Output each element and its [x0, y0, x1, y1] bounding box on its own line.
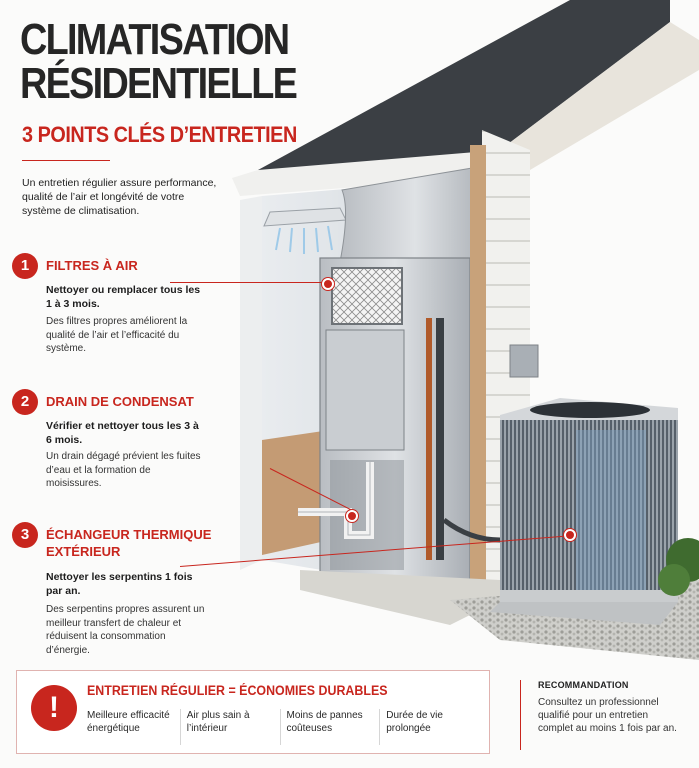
intro-text: Un entretien régulier assure performance…: [22, 177, 217, 217]
point-title: FILTRES À AIR: [46, 258, 138, 273]
subtitle-divider: [22, 160, 110, 161]
point-description: Des serpentins propres assurent un meill…: [46, 604, 205, 656]
savings-banner-title: ENTRETIEN RÉGULIER = ÉCONOMIES DURABLES: [87, 683, 388, 698]
benefits-list: Meilleure efficacité énergétique Air plu…: [87, 709, 479, 745]
benefit-item: Durée de vie prolongée: [379, 709, 479, 745]
point-action: Nettoyer les serpentins 1 fois par an.: [46, 571, 193, 597]
point-title: DRAIN DE CONDENSAT: [46, 394, 194, 409]
savings-banner: ! ENTRETIEN RÉGULIER = ÉCONOMIES DURABLE…: [16, 670, 490, 754]
title-line-2: RÉSIDENTIELLE: [20, 59, 298, 108]
callout-dot-filters: [322, 278, 334, 290]
point-action: Nettoyer ou remplacer tous les 1 à 3 moi…: [46, 284, 201, 310]
recommendation-title: RECOMMANDATION: [538, 680, 629, 690]
benefit-item: Moins de pannes coûteuses: [279, 709, 380, 745]
point-heat-exchanger: 3 ÉCHANGEUR THERMIQUE EXTÉRIEUR Nettoyer…: [12, 522, 211, 662]
title-line-1: CLIMATISATION: [20, 15, 290, 64]
page-subtitle: 3 POINTS CLÉS D’ENTRETIEN: [22, 122, 297, 147]
point-number-badge: 3: [12, 522, 38, 548]
callout-dot-exchanger: [564, 529, 576, 541]
callout-dot-drain: [346, 510, 358, 522]
point-action: Vérifier et nettoyer tous les 3 à 6 mois…: [46, 420, 199, 446]
point-description: Un drain dégagé prévient les fuites d’ea…: [46, 451, 201, 489]
point-number-badge: 1: [12, 253, 38, 279]
point-number-badge: 2: [12, 389, 38, 415]
recommendation-divider: [520, 680, 521, 750]
point-condensate-drain: 2 DRAIN DE CONDENSAT Vérifier et nettoye…: [12, 389, 202, 499]
recommendation-text: Consultez un professionnel qualifié pour…: [538, 697, 677, 734]
point-description: Des filtres propres améliorent la qualit…: [46, 316, 188, 354]
point-filters: 1 FILTRES À AIR Nettoyer ou remplacer to…: [12, 253, 202, 363]
benefit-item: Air plus sain à l’intérieur: [179, 709, 280, 745]
benefit-item: Meilleure efficacité énergétique: [87, 710, 170, 734]
callout-line-filters: [170, 282, 326, 283]
exclamation-icon: !: [31, 685, 77, 731]
point-title: ÉCHANGEUR THERMIQUE EXTÉRIEUR: [46, 527, 212, 559]
page-title: CLIMATISATION RÉSIDENTIELLE: [20, 15, 298, 108]
